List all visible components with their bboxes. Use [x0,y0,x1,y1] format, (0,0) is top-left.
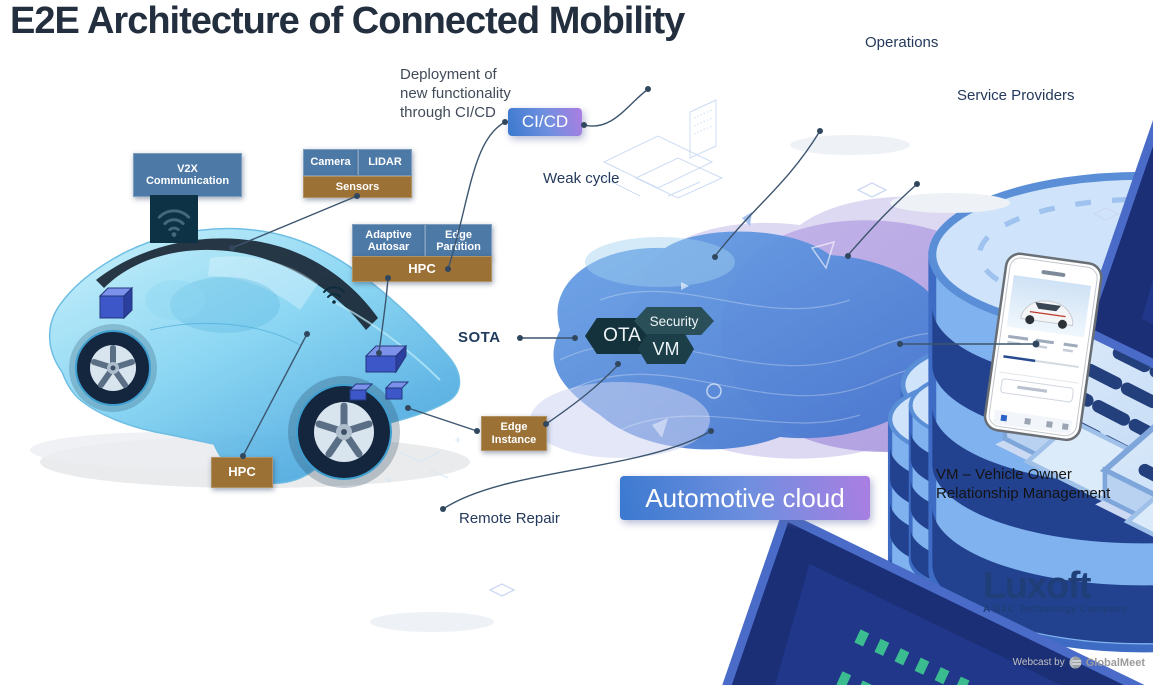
rear-wheel [75,330,151,406]
cicd-badge: CI/CD [508,108,582,136]
logo-text: Luxoft [983,565,1092,607]
camera-badge: Camera [303,149,358,176]
laptop-icon [370,516,1153,685]
lidar-badge: LIDAR [358,149,412,176]
edge-partition-badge: Edge Partition [425,224,492,258]
logo-tagline: A DXC Technology Company [983,604,1128,615]
edge-instance-badge: Edge Instance [481,416,547,451]
page-title: E2E Architecture of Connected Mobility [10,0,685,42]
hpc-vehicle-badge: HPC [352,256,492,282]
hpc-lower-badge: HPC [211,457,273,488]
vm-definition-note: VM – Vehicle Owner Relationship Manageme… [936,466,1111,502]
operations-label: Operations [865,34,939,51]
front-wheel [296,384,392,480]
sensors-badge: Sensors [303,176,412,198]
globe-icon [1069,656,1082,669]
webcast-brand: GlobalMeet [1085,656,1145,669]
automotive-cloud-badge: Automotive cloud [620,476,870,520]
luxoft-logo: Luxoft A DXC Technology Company [983,565,1128,615]
weak-cycle-label: Weak cycle [543,170,620,187]
smartphone-icon [983,252,1103,442]
security-hexagon: Security [634,307,714,335]
v2x-antenna-box [150,195,198,243]
remote-repair-label: Remote Repair [459,510,560,527]
sota-label: SOTA [458,329,501,346]
wifi-icon [157,209,191,237]
service-providers-label: Service Providers [957,87,1075,104]
vm-hexagon: VM [638,334,694,364]
webcast-footer: Webcast by GlobalMeet [1013,656,1145,669]
deployment-note: Deployment of new functionality through … [400,66,511,121]
v2x-communication-badge: V2X Communication [133,153,242,197]
wifi-icon [323,286,345,304]
laptop-icon [890,93,1153,685]
adaptive-autosar-badge: Adaptive Autosar [352,224,425,258]
webcast-prefix: Webcast by [1012,657,1065,668]
